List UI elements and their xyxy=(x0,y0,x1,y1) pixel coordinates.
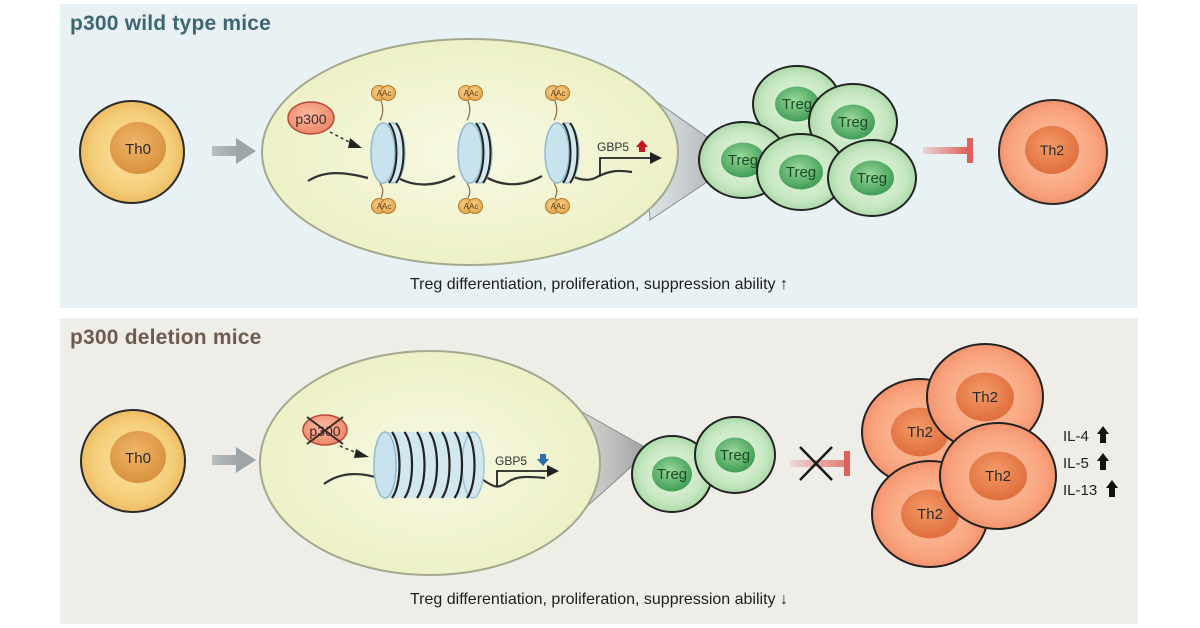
differentiation-arrow xyxy=(212,447,256,473)
th2-label: Th2 xyxy=(1040,142,1064,158)
deletion-panel: p300 deletion mice Th0 p300 xyxy=(60,318,1138,624)
th0-label: Th0 xyxy=(125,141,151,158)
wild-type-caption: Treg differentiation, proliferation, sup… xyxy=(60,276,1138,294)
down-arrow-icon xyxy=(537,454,549,466)
acetyl-mark: AAc xyxy=(545,85,570,101)
caption-text: Treg differentiation, proliferation, sup… xyxy=(410,276,776,293)
th2-cell: Th2 xyxy=(939,422,1057,530)
up-arrow-icon: ↑ xyxy=(779,276,788,293)
svg-text:AAc: AAc xyxy=(377,202,392,211)
acetyl-mark: AAc xyxy=(545,198,570,214)
treg-cell-label: Treg xyxy=(720,447,750,464)
p300-enzyme: p300 xyxy=(287,101,362,148)
wild-type-title: p300 wild type mice xyxy=(70,12,272,35)
cross-icon xyxy=(799,446,833,481)
p300-label: p300 xyxy=(295,111,326,127)
blocked-inhibition-symbol xyxy=(790,446,850,481)
acetyl-mark: AAc xyxy=(371,198,396,214)
acetyl-mark: AAc xyxy=(458,85,483,101)
th2-cell-label: Th2 xyxy=(907,424,933,441)
th2-cell-label: Th2 xyxy=(985,468,1011,485)
treg-cell: Treg xyxy=(756,133,846,211)
th0-label: Th0 xyxy=(125,450,151,467)
up-arrow-icon xyxy=(1097,453,1109,470)
th2-cell-label: Th2 xyxy=(917,506,943,523)
treg-cell-label: Treg xyxy=(857,170,887,187)
svg-text:AAc: AAc xyxy=(377,89,392,98)
inhibition-symbol xyxy=(923,138,973,163)
treg-cell: Treg xyxy=(694,416,776,494)
up-arrow-icon xyxy=(1097,426,1109,443)
cytokine-il-4: IL-4 xyxy=(1063,426,1109,445)
treg-cell-label: Treg xyxy=(657,466,687,483)
p300-enzyme-deleted: p300 xyxy=(302,414,369,458)
deletion-diagram: Th0 p300 GBP5 xyxy=(80,343,1118,576)
treg-cell: Treg xyxy=(827,139,917,217)
dna-strand xyxy=(307,169,633,186)
cytokine-il-13: IL-13 xyxy=(1063,480,1118,499)
treg-cell-label: Treg xyxy=(782,96,812,113)
up-arrow-icon xyxy=(1106,480,1118,497)
dna-strand xyxy=(323,472,546,488)
up-arrow-icon xyxy=(636,140,648,152)
cross-icon xyxy=(306,416,344,445)
th0-cell: Th0 xyxy=(80,409,186,513)
cytokine-label: IL-13 xyxy=(1063,482,1097,499)
svg-text:AAc: AAc xyxy=(464,202,479,211)
cytokine-label: IL-5 xyxy=(1063,455,1089,472)
gbp5-label: GBP5 xyxy=(495,454,527,468)
svg-text:AAc: AAc xyxy=(551,202,566,211)
acetyl-mark: AAc xyxy=(458,198,483,214)
treg-cell: Treg xyxy=(631,435,713,513)
acetyl-mark: AAc xyxy=(371,85,396,101)
caption-text: Treg differentiation, proliferation, sup… xyxy=(410,591,776,608)
gbp5-gene-down: GBP5 xyxy=(495,454,559,487)
svg-text:AAc: AAc xyxy=(551,89,566,98)
condensed-chromatin xyxy=(373,431,485,499)
th2-cell-label: Th2 xyxy=(972,389,998,406)
cytokine-il-5: IL-5 xyxy=(1063,453,1109,472)
deletion-title: p300 deletion mice xyxy=(70,326,262,349)
differentiation-arrow xyxy=(212,138,256,164)
treg-cell-label: Treg xyxy=(728,152,758,169)
treg-cell-label: Treg xyxy=(838,114,868,131)
svg-text:AAc: AAc xyxy=(464,89,479,98)
cytokine-label: IL-4 xyxy=(1063,428,1089,445)
gbp5-label: GBP5 xyxy=(597,140,629,154)
treg-cell-label: Treg xyxy=(786,164,816,181)
th0-cell: Th0 xyxy=(79,100,185,204)
th2-cell: Th2 xyxy=(926,343,1044,451)
gbp5-gene-up: GBP5 xyxy=(597,140,662,176)
down-arrow-icon: ↓ xyxy=(779,591,788,608)
wild-type-panel: p300 wild type mice xyxy=(60,4,1138,308)
th2-cell: Th2 xyxy=(998,99,1108,205)
deletion-caption: Treg differentiation, proliferation, sup… xyxy=(60,591,1138,609)
